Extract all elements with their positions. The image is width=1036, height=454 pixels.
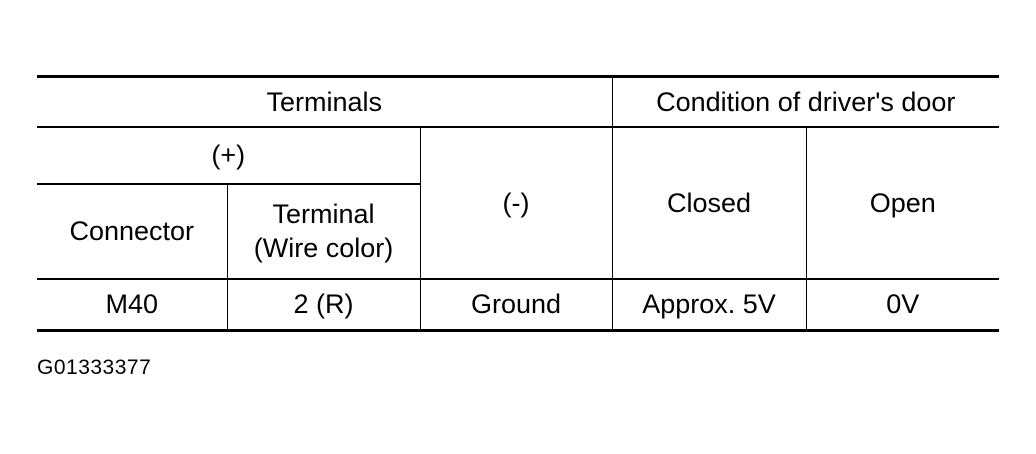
terminal-wire-color-header: Terminal (Wire color) — [226, 182, 421, 280]
terminal-cell: 2 (R) — [226, 277, 421, 332]
positive-header: (+) — [37, 125, 421, 185]
terminal-header-line2: (Wire color) — [253, 233, 394, 263]
terminal-voltage-table: Terminals Condition of driver's door (+)… — [37, 75, 1000, 332]
open-value-cell: 0V — [805, 277, 1000, 332]
terminal-header-line1: Terminal — [272, 199, 375, 229]
figure-id: G01333377 — [37, 356, 152, 379]
header-row-2: (+) (-) Closed Open — [37, 125, 1000, 280]
closed-header: Closed — [611, 125, 807, 280]
negative-header: (-) — [419, 125, 613, 280]
table-row: M40 2 (R) Ground Approx. 5V 0V — [37, 277, 1000, 332]
open-header: Open — [805, 125, 1000, 280]
negative-cell: Ground — [419, 277, 613, 332]
connector-header: Connector — [37, 182, 228, 280]
closed-value-cell: Approx. 5V — [611, 277, 807, 332]
terminals-header: Terminals — [37, 75, 613, 128]
door-condition-header: Condition of driver's door — [611, 75, 1000, 128]
header-row-1: Terminals Condition of driver's door — [37, 75, 1000, 128]
header-row-3: Connector Terminal (Wire color) — [37, 182, 999, 280]
connector-cell: M40 — [37, 277, 228, 332]
